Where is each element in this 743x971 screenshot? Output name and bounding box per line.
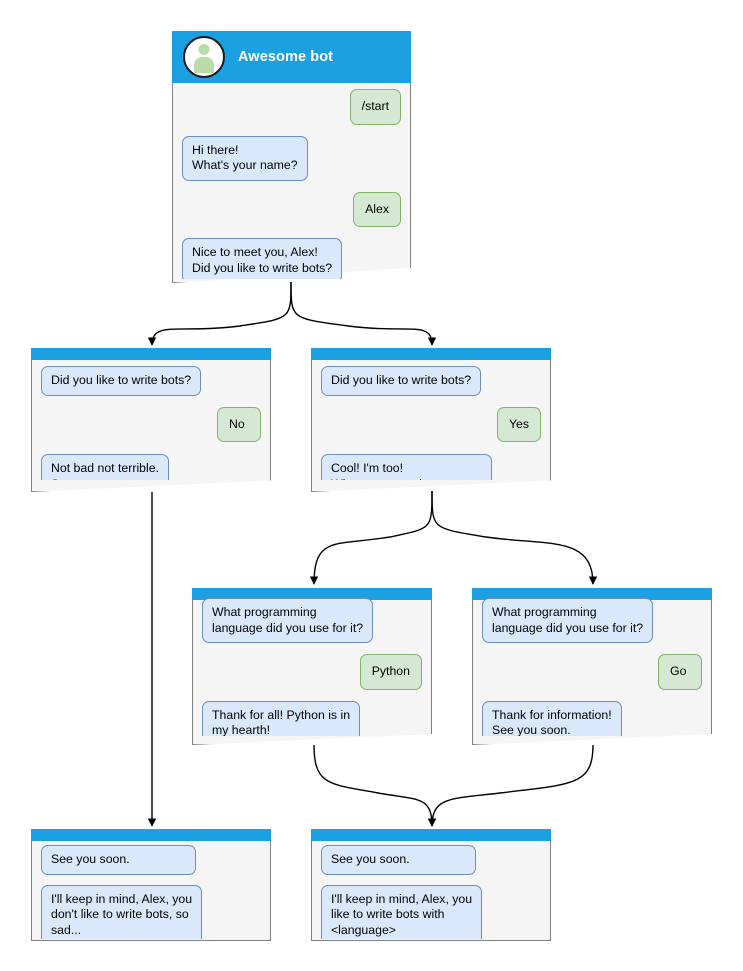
node-language-python-header <box>192 588 432 600</box>
edge-start-to-answer-no <box>147 281 292 346</box>
node-end-sad[interactable]: See you soon. I'll keep in mind, Alex, y… <box>31 829 271 941</box>
bot-bubble: What programming language did you use fo… <box>202 598 374 643</box>
node-end-sad-chat: See you soon. I'll keep in mind, Alex, y… <box>31 843 271 939</box>
node-language-python-chat: What programming language did you use fo… <box>192 598 432 736</box>
bot-bubble: Cool! I'm too! What programming language… <box>321 454 493 480</box>
user-bubble: /start <box>349 89 401 125</box>
node-language-go-chat: What programming language did you use fo… <box>472 598 712 736</box>
bot-bubble: Not bad not terrible. See you soon. <box>41 454 170 480</box>
user-bubble: Yes <box>496 406 541 442</box>
user-bubble: Python <box>359 654 422 690</box>
bot-bubble: Nice to meet you, Alex! Did you like to … <box>182 238 343 279</box>
node-answer-no[interactable]: Did you like to write bots? No Not bad n… <box>31 348 271 492</box>
message-row: Did you like to write bots? <box>321 366 551 396</box>
bot-title: Awesome bot <box>238 49 334 65</box>
bot-bubble: Hi there! What's your name? <box>182 135 308 181</box>
node-start-header: Awesome bot <box>172 31 411 83</box>
edge-start-to-answer-yes <box>290 281 437 346</box>
message-row: What programming language did you use fo… <box>202 598 432 643</box>
message-row: Hi there! What's your name? <box>182 135 401 181</box>
node-start[interactable]: Awesome bot /start Hi there! What's your… <box>172 31 411 283</box>
message-row: Go <box>482 654 712 690</box>
message-row: Not bad not terrible. See you soon. <box>41 454 271 480</box>
edge-python-to-end-happy <box>313 744 437 827</box>
bot-bubble: See you soon. <box>41 845 196 875</box>
node-end-happy[interactable]: See you soon. I'll keep in mind, Alex, y… <box>311 829 551 941</box>
edge-answer-yes-to-go <box>431 490 598 585</box>
user-bubble: Alex <box>353 191 401 227</box>
message-row: Did you like to write bots? <box>41 366 271 396</box>
message-row: Alex <box>182 191 401 227</box>
message-row: Nice to meet you, Alex! Did you like to … <box>182 238 401 279</box>
node-answer-no-chat: Did you like to write bots? No Not bad n… <box>31 362 271 480</box>
message-row: Python <box>202 654 432 690</box>
node-language-go[interactable]: What programming language did you use fo… <box>472 588 712 745</box>
message-row: /start <box>182 89 401 125</box>
bot-bubble: Thank for information! See you soon. <box>482 700 622 736</box>
message-row: Thank for information! See you soon. <box>482 700 712 736</box>
user-bubble: No <box>217 406 261 442</box>
node-language-go-header <box>472 588 712 600</box>
message-row: Thank for all! Python is in my hearth! S… <box>202 700 432 736</box>
node-answer-yes-header <box>311 348 551 360</box>
edge-go-to-end-happy <box>427 744 594 827</box>
bot-bubble: I'll keep in mind, Alex, you like to wri… <box>321 884 483 939</box>
bot-bubble: I'll keep in mind, Alex, you don't like … <box>41 884 203 939</box>
bot-bubble: Did you like to write bots? <box>41 366 202 396</box>
message-row: Yes <box>321 406 551 442</box>
edge-answer-yes-to-python <box>309 490 433 585</box>
message-row: I'll keep in mind, Alex, you like to wri… <box>321 884 551 939</box>
node-end-sad-header <box>31 829 271 841</box>
node-answer-no-header <box>31 348 271 360</box>
node-answer-yes-chat: Did you like to write bots? Yes Cool! I'… <box>311 362 551 480</box>
node-start-chat: /start Hi there! What's your name? Alex … <box>172 89 411 279</box>
message-row: Cool! I'm too! What programming language… <box>321 454 551 480</box>
node-language-python[interactable]: What programming language did you use fo… <box>192 588 432 745</box>
bot-avatar-icon <box>183 36 225 78</box>
user-bubble: Go <box>658 654 702 690</box>
bot-bubble: Thank for all! Python is in my hearth! S… <box>202 700 361 736</box>
message-row: I'll keep in mind, Alex, you don't like … <box>41 884 271 939</box>
bot-bubble: Did you like to write bots? <box>321 366 482 396</box>
node-end-happy-header <box>311 829 551 841</box>
bot-bubble: See you soon. <box>321 845 476 875</box>
message-row: No <box>41 406 271 442</box>
bot-bubble: What programming language did you use fo… <box>482 598 654 643</box>
node-end-happy-chat: See you soon. I'll keep in mind, Alex, y… <box>311 843 551 939</box>
message-row: See you soon. <box>41 845 271 875</box>
node-answer-yes[interactable]: Did you like to write bots? Yes Cool! I'… <box>311 348 551 492</box>
message-row: See you soon. <box>321 845 551 875</box>
message-row: What programming language did you use fo… <box>482 598 712 643</box>
